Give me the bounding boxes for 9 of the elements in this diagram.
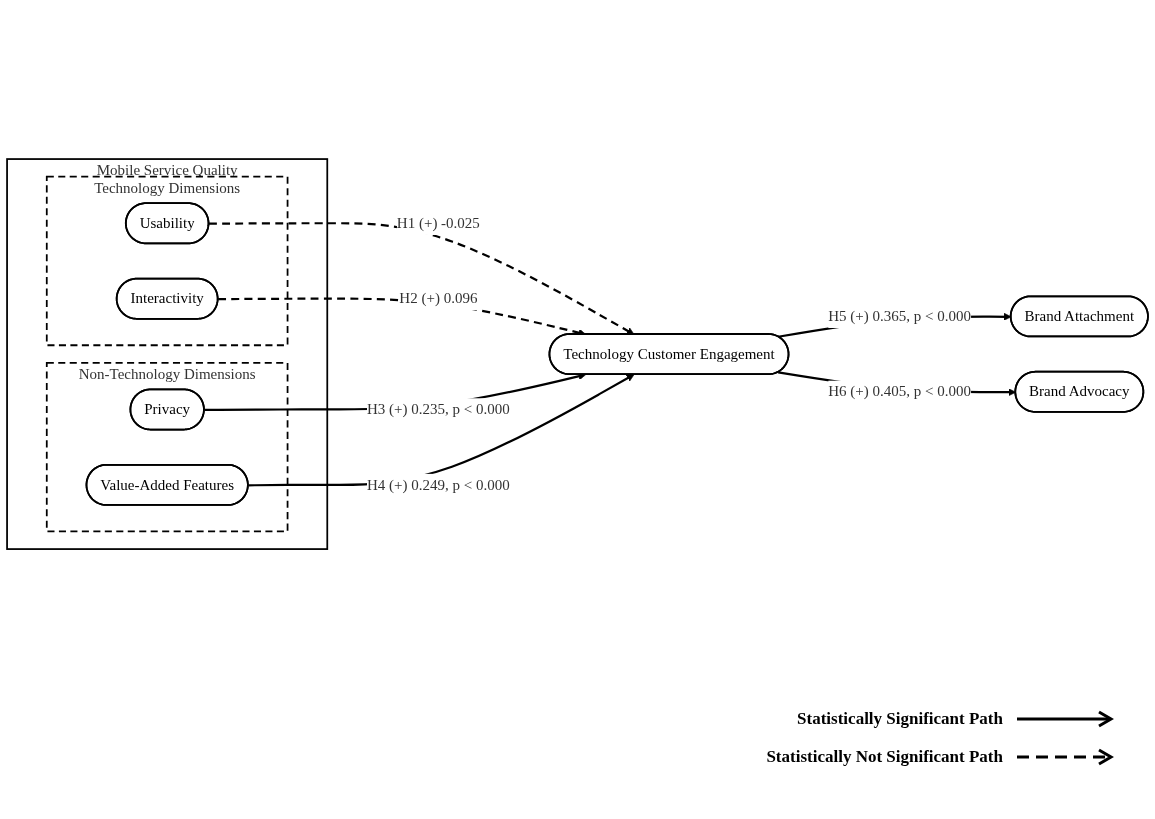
edge-label: H5 (+) 0.365, p < 0.000 (828, 308, 971, 325)
legend-text: Statistically Not Significant Path (766, 747, 1003, 767)
edge-label: H6 (+) 0.405, p < 0.000 (828, 383, 971, 401)
legend-text: Statistically Significant Path (797, 709, 1003, 729)
edge-label: H1 (+) -0.025 (396, 215, 480, 232)
edge-label: H2 (+) 0.096 (399, 290, 478, 308)
edge-label: H4 (+) 0.249, p < 0.000 (366, 476, 510, 494)
arrow (248, 374, 635, 487)
edge-label: H3 (+) 0.235, p < 0.000 (366, 401, 510, 419)
